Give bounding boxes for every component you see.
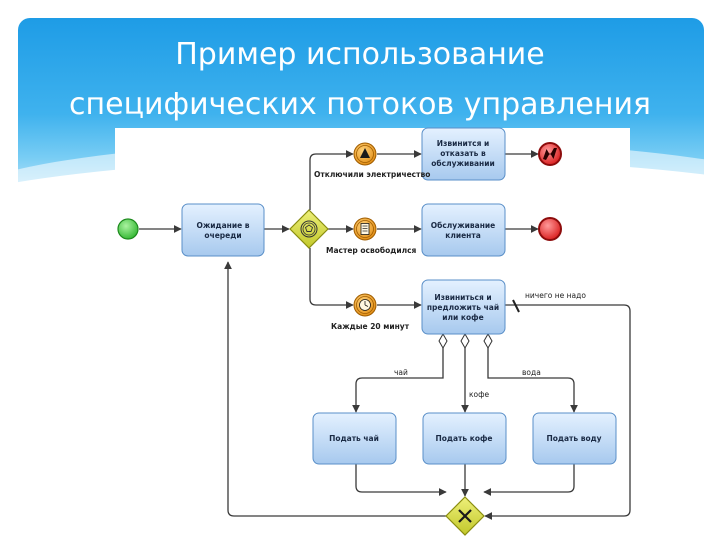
task-wait: Ожидание в очереди: [181, 203, 265, 257]
timer-event-icon: [353, 293, 377, 317]
task-refuse: Извинится и отказать в обслуживании: [421, 127, 506, 181]
task-offer-line-3: или кофе: [442, 313, 483, 322]
exclusive-merge-gateway-icon: [445, 496, 485, 536]
task-coffee: Подать кофе: [422, 412, 507, 465]
flow-gateway-to-signal: [309, 150, 354, 210]
task-offer-line-2: предложить чай: [427, 303, 499, 312]
slide-title: Пример использование специфических поток…: [0, 30, 720, 130]
flow-offer-nothing-to-merge: [484, 304, 631, 520]
conditional-diamond-water: [483, 332, 493, 350]
label-water: вода: [522, 368, 541, 377]
task-refuse-line-3: обслуживании: [431, 159, 494, 168]
task-refuse-line-1: Извинится и: [437, 139, 490, 148]
task-serve-line-2: клиента: [445, 231, 481, 240]
event-gateway-icon: [289, 209, 329, 249]
label-coffee: кофе: [469, 390, 490, 399]
flow-tea: [352, 348, 444, 413]
flow-water: [487, 348, 578, 413]
conditional-event-icon: [353, 217, 377, 241]
label-nothing: ничего не надо: [525, 291, 586, 300]
task-offer: Извиниться и предложить чай или кофе: [421, 279, 506, 335]
slide-title-line-1: Пример использование: [175, 37, 545, 72]
task-water: Подать воду: [532, 412, 617, 465]
error-end-event-icon: [538, 142, 562, 166]
label-master-free: Мастер освободился: [326, 246, 417, 255]
flow-tea-to-merge: [355, 464, 447, 496]
default-flow-slash: [512, 299, 520, 313]
slide-title-line-2: специфических потоков управления: [69, 87, 651, 122]
task-serve: Обслуживание клиента: [421, 203, 506, 257]
start-event-icon: [117, 218, 139, 240]
task-wait-line-1: Ожидание в: [196, 221, 249, 230]
task-tea-label: Подать чай: [329, 434, 379, 443]
task-tea: Подать чай: [312, 412, 397, 465]
task-offer-line-1: Извиниться и: [434, 293, 491, 302]
flow-gateway-to-timer: [309, 248, 354, 309]
label-power-off: Отключили электричество: [314, 170, 430, 179]
end-event-icon: [538, 217, 562, 241]
task-wait-line-2: очереди: [204, 231, 241, 240]
flow-merge-to-wait: [224, 261, 446, 517]
task-coffee-label: Подать кофе: [435, 434, 492, 443]
task-serve-line-1: Обслуживание: [431, 221, 496, 230]
conditional-diamond-coffee: [460, 332, 470, 350]
conditional-diamond-tea: [438, 332, 448, 350]
signal-event-icon: [353, 142, 377, 166]
task-water-label: Подать воду: [546, 434, 601, 443]
label-tea: чай: [394, 368, 408, 377]
label-every-20: Каждые 20 минут: [331, 322, 410, 331]
flow-water-to-merge: [483, 464, 575, 496]
task-refuse-line-2: отказать в: [440, 149, 486, 158]
